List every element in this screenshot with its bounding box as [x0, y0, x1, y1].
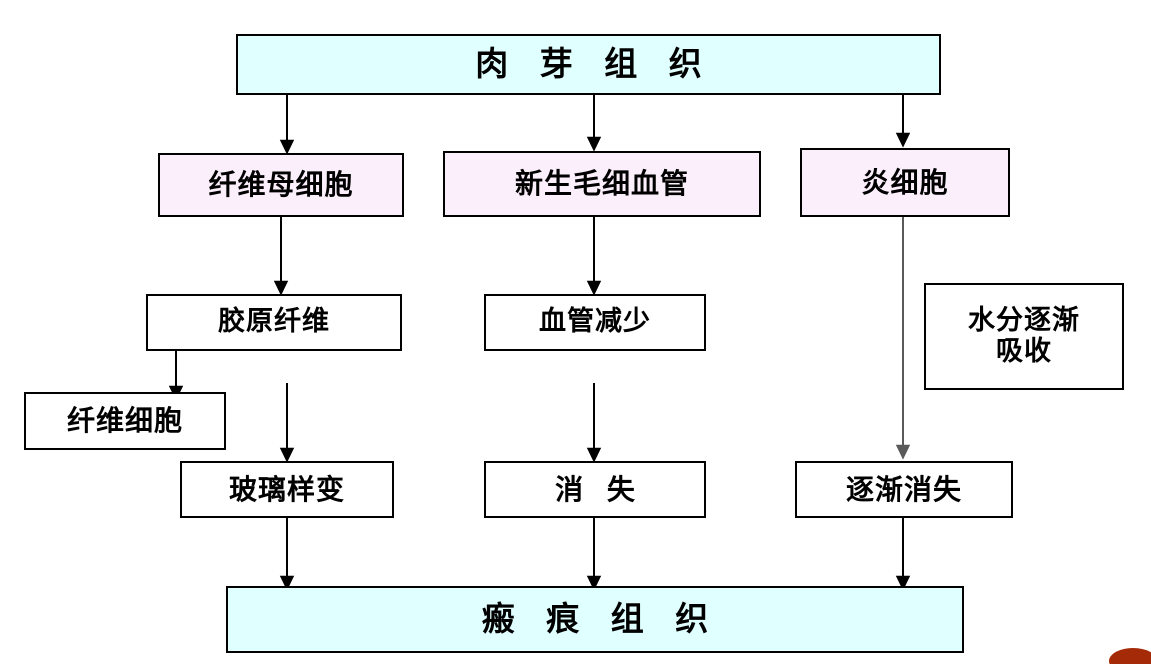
node-scar-tissue[interactable]: 瘢 痕 组 织 — [226, 586, 964, 653]
node-fibrocyte[interactable]: 纤维细胞 — [24, 392, 226, 450]
node-inflammatory-cell[interactable]: 炎细胞 — [800, 148, 1010, 217]
node-collagen-fiber[interactable]: 胶原纤维 — [146, 294, 402, 351]
node-water-absorption[interactable]: 水分逐渐 吸收 — [924, 283, 1124, 390]
node-fibroblast[interactable]: 纤维母细胞 — [158, 153, 404, 217]
node-hyaline-change[interactable]: 玻璃样变 — [180, 461, 394, 518]
node-new-capillary[interactable]: 新生毛细血管 — [443, 151, 761, 217]
corner-mark-icon — [1109, 648, 1151, 664]
node-vessel-decrease[interactable]: 血管减少 — [484, 294, 706, 351]
node-gradually-disappear[interactable]: 逐渐消失 — [795, 461, 1013, 518]
node-granulation-tissue[interactable]: 肉 芽 组 织 — [236, 34, 941, 95]
node-disappear[interactable]: 消 失 — [484, 461, 706, 518]
